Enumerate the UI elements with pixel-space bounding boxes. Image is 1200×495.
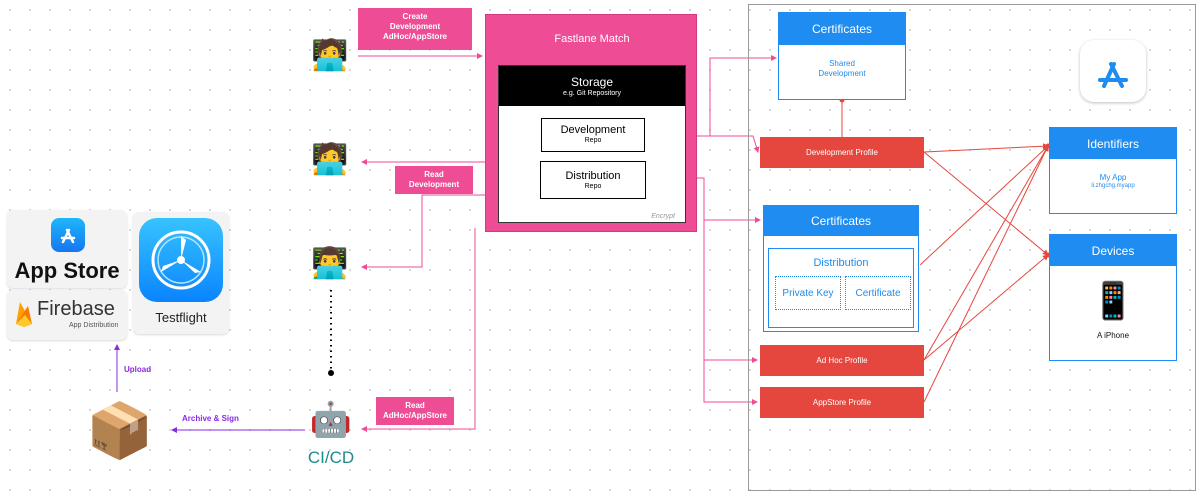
upload-label: Upload: [124, 365, 152, 374]
archive-sign-label: Archive & Sign: [182, 414, 239, 423]
developer-1-icon: 🧑‍💻: [311, 38, 349, 73]
storage-box: Storage e.g. Git Repository Development …: [498, 65, 686, 223]
private-key-box: Private Key: [775, 276, 841, 310]
firebase-card: Firebase App Distribution: [7, 290, 127, 340]
development-repo-title: Development: [560, 124, 626, 136]
storage-header: Storage e.g. Git Repository: [499, 66, 685, 106]
fastlane-match: Fastlane Match Storage e.g. Git Reposito…: [485, 14, 697, 232]
testflight-icon: [139, 218, 223, 302]
testflight-name: Testflight: [155, 310, 207, 325]
encrypt-label: Encrypt: [651, 213, 675, 220]
my-app-label: My App: [1099, 173, 1127, 182]
apple-developer-panel: [748, 4, 1196, 491]
appstore-profile: AppStore Profile: [760, 387, 924, 418]
devices-header: Devices: [1050, 235, 1176, 266]
adhoc-profile: Ad Hoc Profile: [760, 345, 924, 376]
developer-2-icon: 🧑‍💻: [311, 142, 349, 177]
app-store-card: App Store: [7, 210, 127, 288]
bundle-id-label: li.zhgchg.myapp: [1091, 183, 1135, 189]
developer-3-icon: 👨‍💻: [311, 246, 349, 281]
fastlane-match-title: Fastlane Match: [554, 33, 630, 45]
certificates-distribution-card: Certificates Distribution Private Key Ce…: [763, 205, 919, 332]
distribution-cert-title: Distribution: [813, 257, 869, 269]
robot-icon: 🤖: [309, 400, 353, 440]
read-adhoc-appstore-label: Read AdHoc/AppStore: [376, 397, 454, 425]
distribution-repo-title: Distribution: [565, 170, 621, 182]
certificate-box: Certificate: [845, 276, 911, 310]
devices-card: Devices 📱 A iPhone: [1049, 234, 1177, 361]
development-profile: Development Profile: [760, 137, 924, 168]
create-label: Create Development AdHoc/AppStore: [358, 8, 472, 50]
certificates-shared-card: Certificates Shared Development: [778, 12, 906, 100]
development-repo-sub: Repo: [584, 137, 602, 144]
firebase-sub: App Distribution: [69, 322, 119, 329]
firebase-icon: [13, 300, 35, 328]
identifiers-header: Identifiers: [1050, 128, 1176, 159]
apple-developer-icon: [1080, 40, 1146, 102]
iphone-label: A iPhone: [1096, 331, 1130, 340]
app-store-name: App Store: [14, 258, 120, 283]
identifiers-card: Identifiers My App li.zhgchg.myapp: [1049, 127, 1177, 214]
storage-title: Storage: [570, 75, 614, 89]
distribution-repo-sub: Repo: [584, 183, 602, 190]
distribution-cert-group: Distribution Private Key Certificate: [768, 248, 914, 328]
iphone-icon: 📱: [1090, 280, 1136, 321]
development-repo: Development Repo: [541, 118, 645, 152]
testflight-card: Testflight: [133, 212, 229, 334]
certificates-shared-header: Certificates: [779, 13, 905, 45]
storage-subtitle: e.g. Git Repository: [563, 90, 621, 97]
distribution-repo: Distribution Repo: [540, 161, 646, 199]
read-development-label: Read Development: [395, 166, 473, 194]
certificates-shared-body: Shared Development: [818, 59, 866, 78]
certificates-distribution-header: Certificates: [764, 206, 918, 236]
firebase-name: Firebase: [37, 298, 115, 320]
package-icon: 📦: [86, 399, 154, 462]
cicd-label: CI/CD: [307, 448, 355, 467]
app-store-icon: [51, 218, 85, 252]
